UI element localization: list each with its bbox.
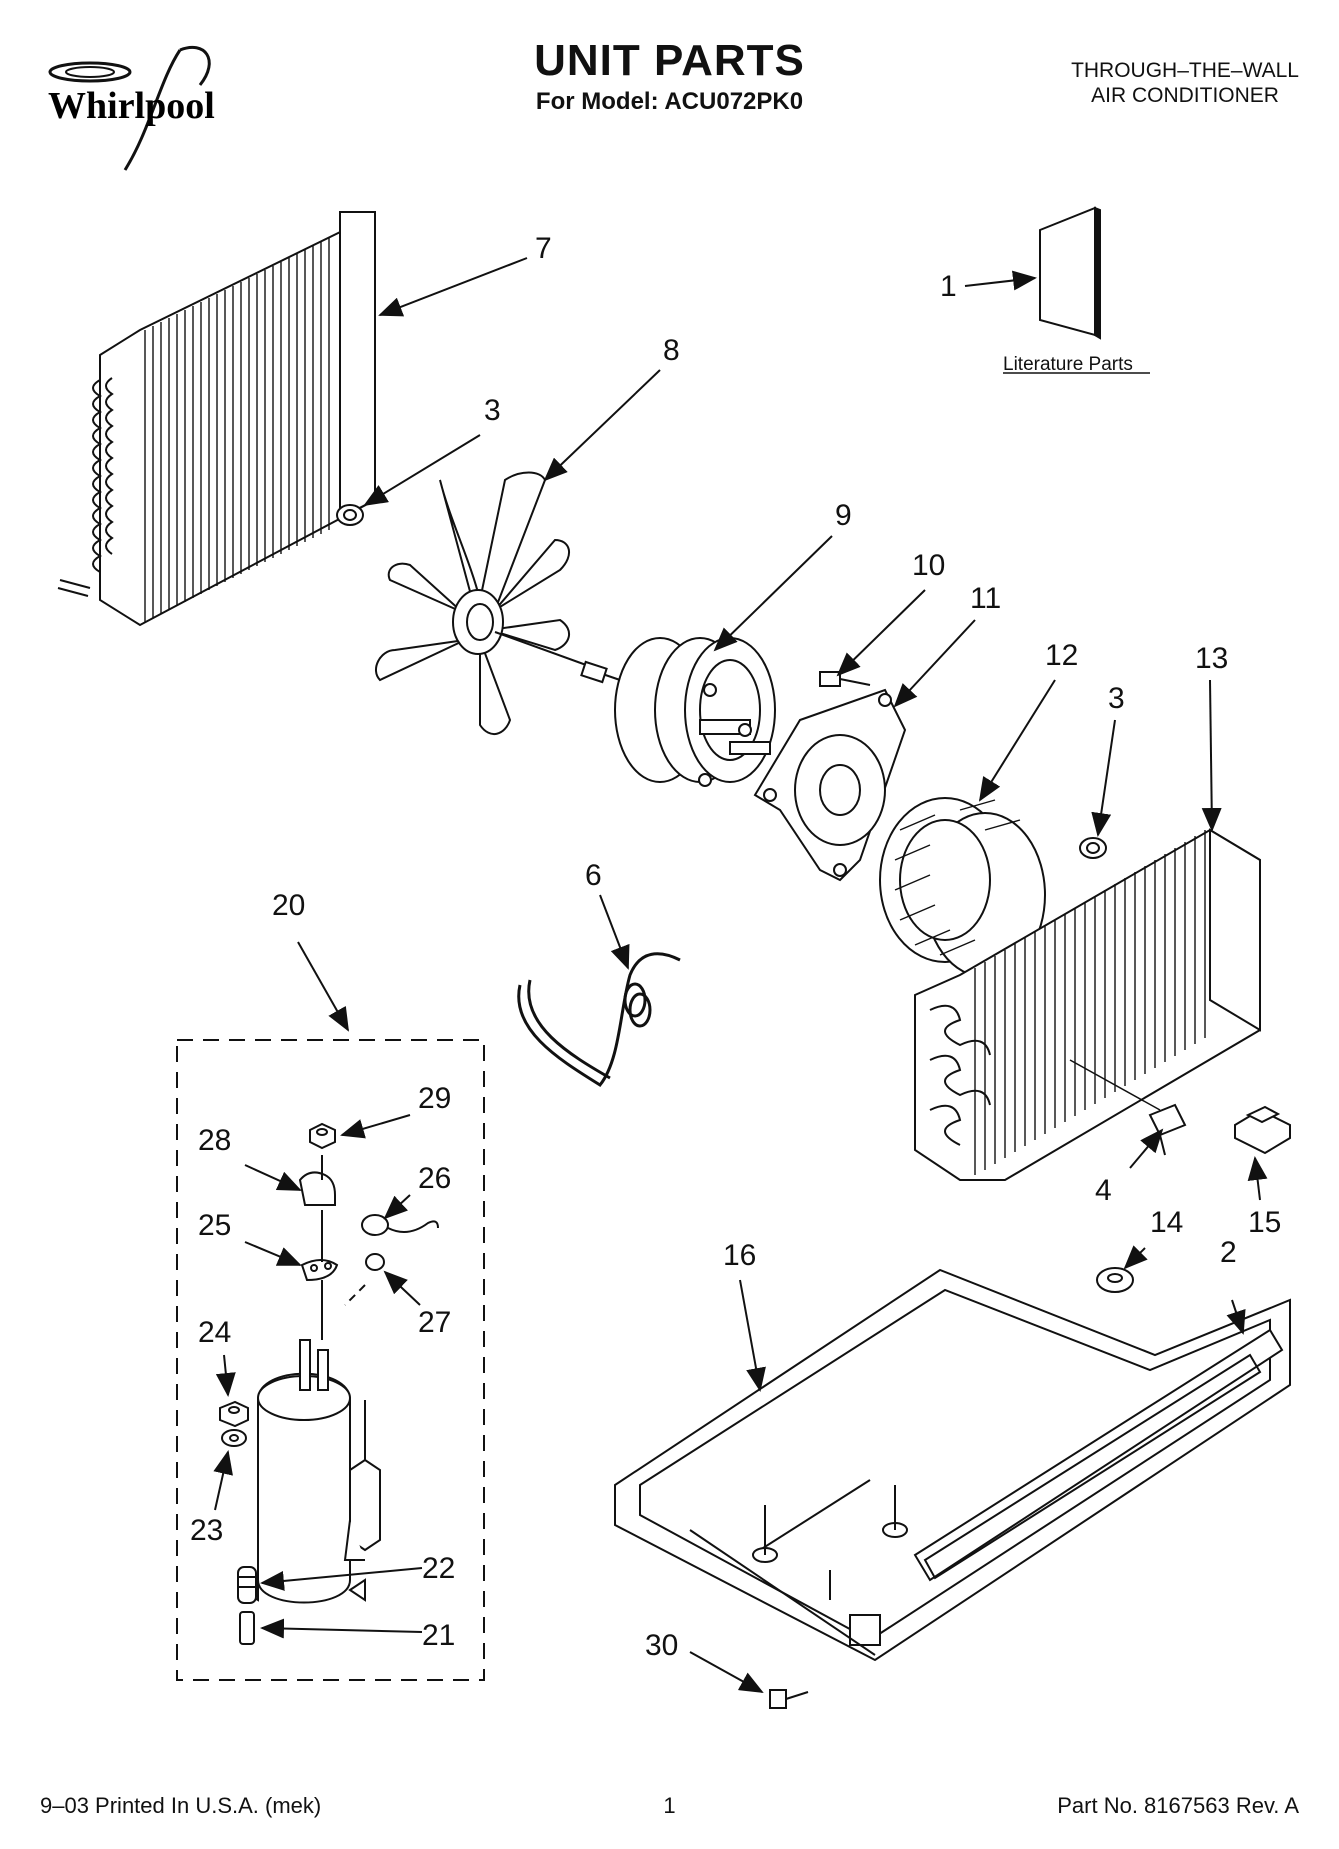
- callout-29: 29: [418, 1082, 451, 1115]
- leader-2: [1226, 1299, 1246, 1335]
- leader-24: [215, 1354, 236, 1397]
- callout-6: 6: [585, 859, 602, 892]
- page-title: UNIT PARTS: [534, 36, 805, 85]
- callout-4: 4: [1095, 1174, 1112, 1207]
- callout-30: 30: [645, 1629, 678, 1662]
- callout-12: 12: [1045, 639, 1078, 672]
- leader-27: [383, 1270, 421, 1306]
- washer-part-23: [221, 1429, 247, 1447]
- leader-22: [260, 1567, 423, 1591]
- leader-8: [543, 369, 661, 482]
- evaporator-coil: [914, 828, 1261, 1181]
- base-pan: [614, 1268, 1291, 1662]
- literature-parts-icon: [1039, 206, 1101, 340]
- leader-13: [1201, 679, 1222, 832]
- blower-wheel: [879, 797, 1046, 978]
- callout-26: 26: [418, 1162, 451, 1195]
- leader-lines: [213, 257, 1268, 1693]
- fan-motor: [580, 637, 776, 787]
- leader-28: [244, 1164, 302, 1191]
- product-type-line2: AIR CONDITIONER: [1091, 84, 1279, 107]
- compressor: [237, 1339, 381, 1604]
- compressor-kit-box: [176, 1039, 485, 1681]
- bracket-part-15: [1234, 1105, 1291, 1155]
- callout-9: 9: [835, 499, 852, 532]
- motor-mount-bracket: [753, 688, 907, 882]
- callout-8: 8: [663, 334, 680, 367]
- literature-parts-label: Literature Parts: [1003, 354, 1133, 375]
- leader-7: [378, 257, 528, 317]
- callout-22: 22: [422, 1552, 455, 1585]
- callout-23: 23: [190, 1514, 223, 1547]
- leader-26: [383, 1194, 411, 1220]
- model-line: For Model: ACU072PK0: [535, 88, 804, 115]
- clamp-part-3-upper: [336, 504, 364, 526]
- leader-14: [1123, 1245, 1148, 1270]
- callout-28: 28: [198, 1124, 231, 1157]
- callout-11: 11: [970, 582, 1001, 615]
- screw-part-30: [769, 1689, 809, 1709]
- leader-3b: [1091, 719, 1116, 837]
- leader-23: [213, 1450, 233, 1511]
- print-info: 9–03 Printed In U.S.A. (mek): [40, 1793, 322, 1818]
- part-number: Part No. 8167563 Rev. A: [1057, 1793, 1299, 1818]
- callout-3b: 3: [1108, 682, 1125, 715]
- leader-29: [340, 1114, 411, 1139]
- clamp-part-3-lower: [1079, 837, 1107, 859]
- compressor-grommet-22: [237, 1566, 257, 1604]
- callout-16: 16: [723, 1239, 756, 1272]
- overload-part-26: [361, 1214, 439, 1236]
- wire-spring-part-6: [517, 952, 681, 1087]
- leader-10: [836, 589, 926, 677]
- screw-part-10: [819, 671, 871, 687]
- callout-7: 7: [535, 232, 552, 265]
- grommet-part-14: [1096, 1267, 1134, 1293]
- page-number: 1: [663, 1793, 676, 1818]
- leader-16: [739, 1279, 766, 1392]
- product-type: THROUGH–THE–WALL AIR CONDITIONER: [1071, 58, 1299, 108]
- callout-20: 20: [272, 889, 305, 922]
- leader-9: [713, 535, 833, 652]
- product-type-line1: THROUGH–THE–WALL: [1071, 59, 1299, 82]
- leader-25: [244, 1241, 302, 1266]
- gasket-part-25: [300, 1210, 339, 1340]
- leader-12: [978, 679, 1056, 802]
- condenser-coil: [57, 211, 376, 627]
- leader-21: [260, 1618, 423, 1639]
- callout-21: 21: [422, 1619, 455, 1652]
- clip-part-4: [1148, 1103, 1187, 1156]
- callout-1: 1: [940, 270, 957, 303]
- callout-14: 14: [1150, 1206, 1183, 1239]
- callout-15: 15: [1248, 1206, 1281, 1239]
- callout-numbers: 7 1 3 8 9 10 11 12 3 13 6 20 4 15 14 2 1…: [190, 232, 1281, 1662]
- compressor-sleeve-21: [239, 1611, 255, 1645]
- leader-30: [689, 1651, 764, 1693]
- nut-part-24: [219, 1400, 249, 1428]
- whirlpool-logo: Whirlpool: [48, 45, 215, 171]
- nut-part-29: [309, 1122, 336, 1150]
- boot-part-27: [344, 1253, 385, 1306]
- callout-13: 13: [1195, 642, 1228, 675]
- leader-20: [297, 941, 349, 1032]
- callout-25: 25: [198, 1209, 231, 1242]
- fan-blade: [375, 471, 601, 735]
- leader-6: [599, 894, 630, 970]
- cover-part-28: [298, 1155, 336, 1206]
- leader-4: [1129, 1128, 1164, 1169]
- callout-10: 10: [912, 549, 945, 582]
- callout-3a: 3: [484, 394, 501, 427]
- leader-1: [964, 270, 1037, 291]
- callout-2: 2: [1220, 1236, 1237, 1269]
- brand-wordmark: Whirlpool: [48, 85, 215, 127]
- leader-11: [893, 619, 976, 708]
- leader-15: [1247, 1156, 1268, 1201]
- callout-27: 27: [418, 1306, 451, 1339]
- leader-3a: [363, 434, 481, 507]
- callout-24: 24: [198, 1316, 231, 1349]
